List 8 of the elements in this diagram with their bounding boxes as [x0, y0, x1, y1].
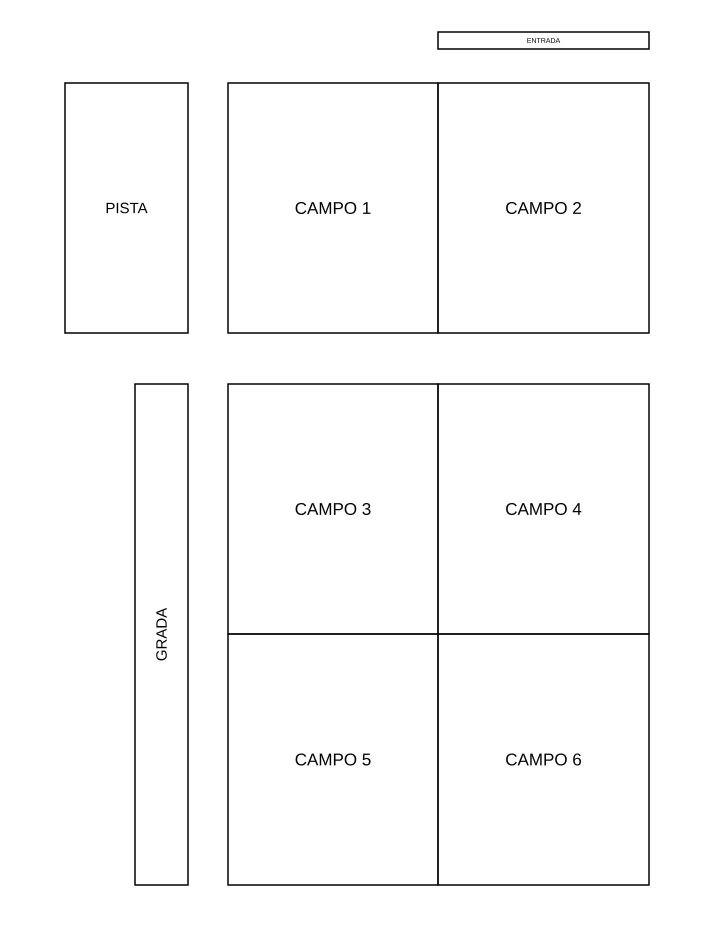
field-box: CAMPO 3 — [227, 383, 439, 635]
area-box: PISTA — [64, 82, 189, 334]
field-box: CAMPO 6 — [437, 633, 650, 886]
field-box: CAMPO 4 — [437, 383, 650, 635]
field-box: CAMPO 5 — [227, 633, 439, 886]
field-box: CAMPO 2 — [437, 82, 650, 334]
stand-box: GRADA — [134, 383, 189, 886]
field-box: CAMPO 1 — [227, 82, 439, 334]
